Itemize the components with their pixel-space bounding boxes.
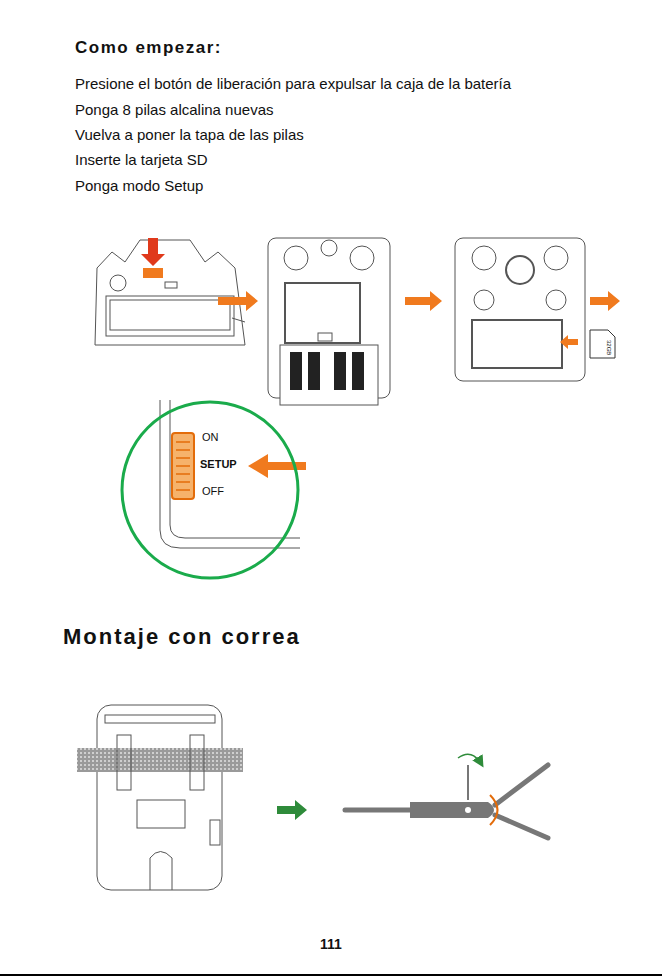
switch-position: OFF (202, 485, 224, 497)
switch-position: SETUP (200, 458, 237, 470)
switch-position: ON (202, 431, 219, 443)
instruction-step: Ponga modo Setup (75, 177, 203, 194)
instruction-step: Inserte la tarjeta SD (75, 151, 208, 168)
instruction-step: Presione el botón de liberación para exp… (75, 75, 511, 92)
page-number: 111 (320, 936, 342, 952)
section-heading: Como empezar: (75, 38, 222, 58)
instruction-step: Vuelva a poner la tapa de las pilas (75, 126, 304, 143)
section-heading: Montaje con correa (63, 624, 301, 650)
instruction-step: Ponga 8 pilas alcalina nuevas (75, 101, 273, 118)
sd-capacity: 32GB (606, 340, 612, 355)
